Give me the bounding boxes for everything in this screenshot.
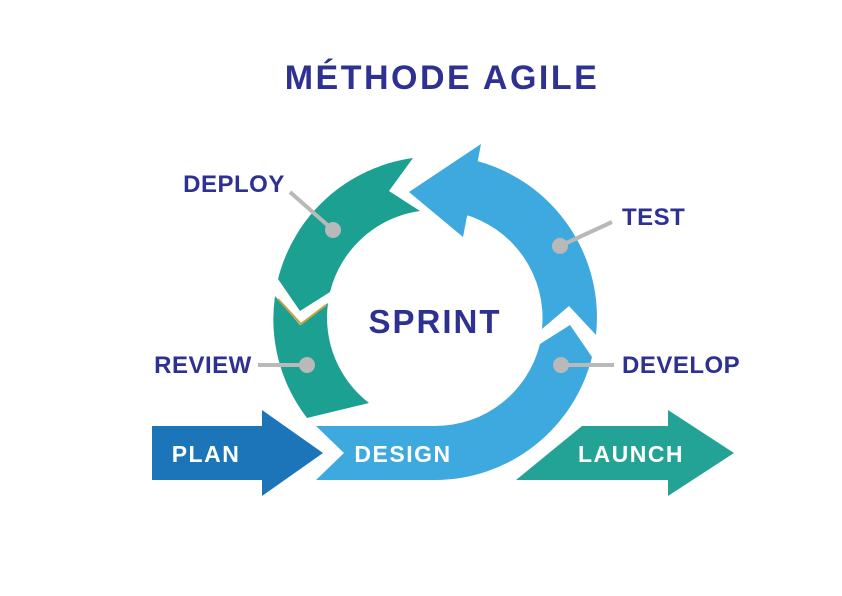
stage-label-review: REVIEW bbox=[154, 352, 252, 379]
cycle-top-arrowhead bbox=[409, 144, 481, 237]
stage-label-test: TEST bbox=[622, 204, 685, 231]
deploy-leader bbox=[288, 190, 341, 238]
sprint-center-label: SPRINT bbox=[368, 303, 501, 340]
flow-label-launch: LAUNCH bbox=[578, 441, 684, 467]
page-title: MÉTHODE AGILE bbox=[285, 59, 600, 97]
flow-label-plan: PLAN bbox=[172, 441, 241, 467]
deploy-leader-dot bbox=[325, 222, 341, 238]
review-leader bbox=[258, 357, 315, 373]
test-arc-segment bbox=[463, 161, 597, 335]
design-arc-segment bbox=[316, 325, 592, 480]
test-leader-line bbox=[559, 220, 613, 248]
develop-leader bbox=[553, 357, 614, 373]
develop-leader-dot bbox=[553, 357, 569, 373]
review-notch-gold-accent bbox=[277, 298, 327, 326]
test-leader-dot bbox=[552, 238, 568, 254]
deploy-arc-segment bbox=[278, 158, 420, 311]
review-arc-segment bbox=[273, 296, 369, 418]
test-leader bbox=[552, 220, 613, 254]
plan-arrow bbox=[152, 410, 323, 496]
flow-label-design: DESIGN bbox=[354, 441, 451, 467]
deploy-leader-line bbox=[288, 190, 335, 232]
stage-label-develop: DEVELOP bbox=[622, 352, 740, 379]
launch-arrow bbox=[516, 410, 734, 496]
review-leader-dot bbox=[299, 357, 315, 373]
stage-label-deploy: DEPLOY bbox=[183, 171, 285, 198]
